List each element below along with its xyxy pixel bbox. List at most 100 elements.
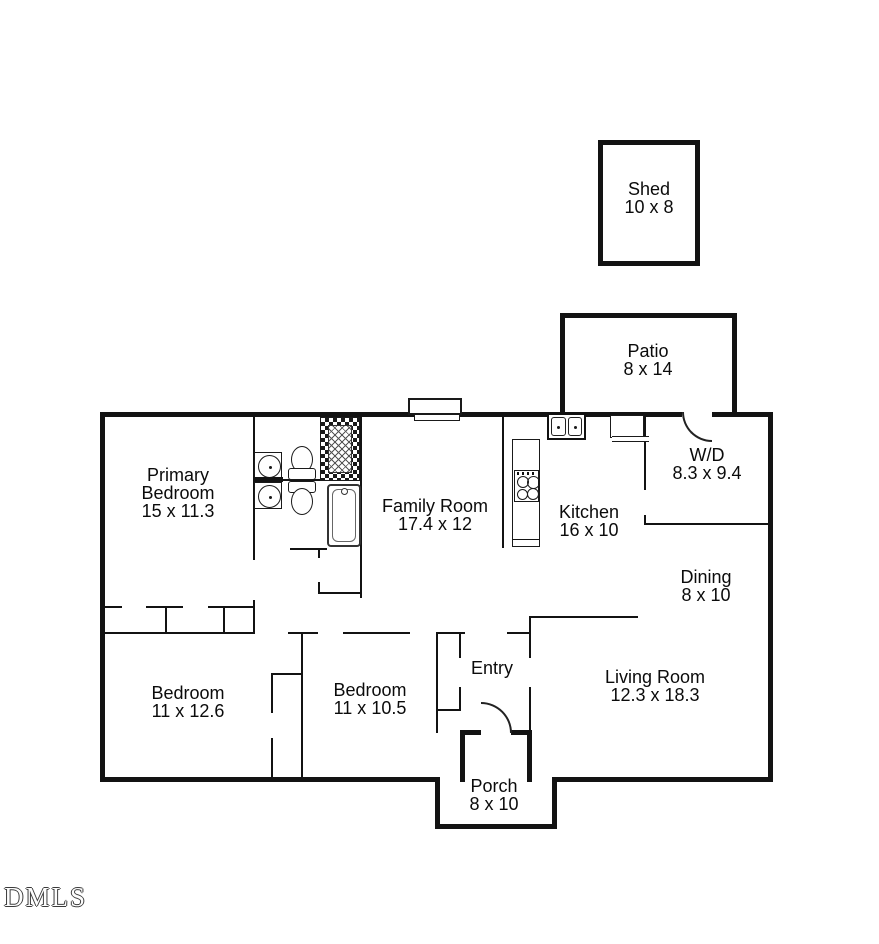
room-label-wd: W/D 8.3 x 9.4 [647, 446, 767, 482]
room-label-dining: Dining 8 x 10 [646, 568, 766, 604]
wall [560, 313, 737, 318]
wall [253, 600, 255, 634]
wall [103, 606, 122, 608]
wall [271, 738, 273, 779]
wall [560, 313, 565, 417]
wall [223, 606, 225, 634]
room-dims: 16 x 10 [559, 520, 619, 540]
kitchen-sink [547, 413, 586, 440]
counter-edge [513, 539, 539, 540]
room-label-family-room: Family Room 17.4 x 12 [355, 497, 515, 533]
room-dims: 8 x 14 [623, 359, 673, 379]
room-name: Porch [470, 776, 518, 796]
wall [459, 632, 461, 658]
wall [100, 412, 105, 782]
wall [318, 592, 362, 594]
wall [271, 673, 273, 713]
wall [529, 687, 531, 733]
wall [318, 548, 320, 558]
wall [437, 709, 461, 711]
wall [436, 632, 438, 733]
room-dims: 8 x 10 [681, 585, 731, 605]
room-label-shed: Shed 10 x 8 [589, 180, 709, 216]
room-name: Shed [627, 179, 671, 199]
fireplace [408, 398, 462, 415]
vanity-counter-edge [253, 477, 283, 482]
bathroom-sink [254, 482, 282, 509]
tub-faucet-icon [341, 488, 348, 495]
bathtub [327, 484, 361, 547]
wall [644, 523, 772, 525]
wall [511, 730, 532, 735]
wall [732, 313, 737, 417]
fireplace-hearth [414, 414, 460, 421]
room-label-kitchen: Kitchen 16 x 10 [529, 503, 649, 539]
room-label-entry: Entry [452, 659, 532, 677]
wall [318, 582, 320, 594]
room-name: Bedroom [333, 680, 407, 700]
room-dims: 8.3 x 9.4 [672, 463, 742, 483]
room-label-bedroom-left: Bedroom 11 x 12.6 [128, 684, 248, 720]
wall [165, 606, 167, 634]
room-dims: 12.3 x 18.3 [610, 685, 700, 705]
wall [360, 417, 362, 598]
wall [103, 632, 255, 634]
room-name: Patio [627, 341, 669, 361]
door-arc [481, 702, 512, 733]
room-dims: 11 x 10.5 [333, 698, 407, 718]
room-dims: 15 x 11.3 [141, 501, 215, 521]
stove [514, 470, 540, 502]
wall [208, 606, 255, 608]
wall [644, 415, 646, 490]
wall [644, 515, 646, 525]
wall [271, 673, 303, 675]
wall [460, 733, 465, 782]
room-dims: 10 x 8 [624, 197, 674, 217]
wall [146, 606, 183, 608]
wall [768, 412, 773, 782]
wall [301, 632, 303, 779]
room-label-living-room: Living Room 12.3 x 18.3 [575, 668, 735, 704]
wall [460, 730, 481, 735]
shower-floor [328, 425, 352, 473]
stove-knobs [517, 472, 536, 475]
room-name: Primary [147, 465, 209, 485]
wall [527, 733, 532, 782]
mls-watermark: DMLS [4, 882, 88, 912]
wall [459, 687, 461, 711]
room-name: Family Room [381, 496, 488, 516]
wall [437, 632, 465, 634]
wall [529, 616, 531, 658]
room-dims: 8 x 10 [469, 794, 519, 814]
wall [553, 777, 773, 782]
room-name: Living Room [604, 667, 706, 687]
room-name: Bedroom [141, 483, 215, 503]
room-label-primary-bedroom: Primary Bedroom 15 x 11.3 [118, 466, 238, 520]
wall [507, 632, 530, 634]
wall [529, 616, 638, 618]
room-dims: 11 x 12.6 [151, 701, 225, 721]
wall [552, 777, 557, 829]
shower [320, 417, 360, 481]
wall [288, 632, 318, 634]
room-name: W/D [689, 445, 725, 465]
wall [435, 824, 557, 829]
door-arc [682, 412, 712, 442]
wall [253, 479, 362, 481]
wall [290, 548, 327, 550]
room-label-patio: Patio 8 x 14 [578, 342, 718, 378]
room-name: Dining [680, 567, 732, 587]
wall [435, 777, 440, 829]
kitchen-counter [610, 415, 644, 438]
bathroom-sink [254, 452, 282, 479]
room-label-porch: Porch 8 x 10 [434, 777, 554, 813]
wall [100, 777, 440, 782]
counter-ledge [612, 436, 649, 442]
room-label-bedroom-middle: Bedroom 11 x 10.5 [310, 681, 430, 717]
shed-outline [598, 140, 700, 266]
toilet [291, 488, 313, 515]
toilet-tank [288, 468, 316, 480]
wall [502, 415, 504, 548]
room-name: Kitchen [558, 502, 620, 522]
